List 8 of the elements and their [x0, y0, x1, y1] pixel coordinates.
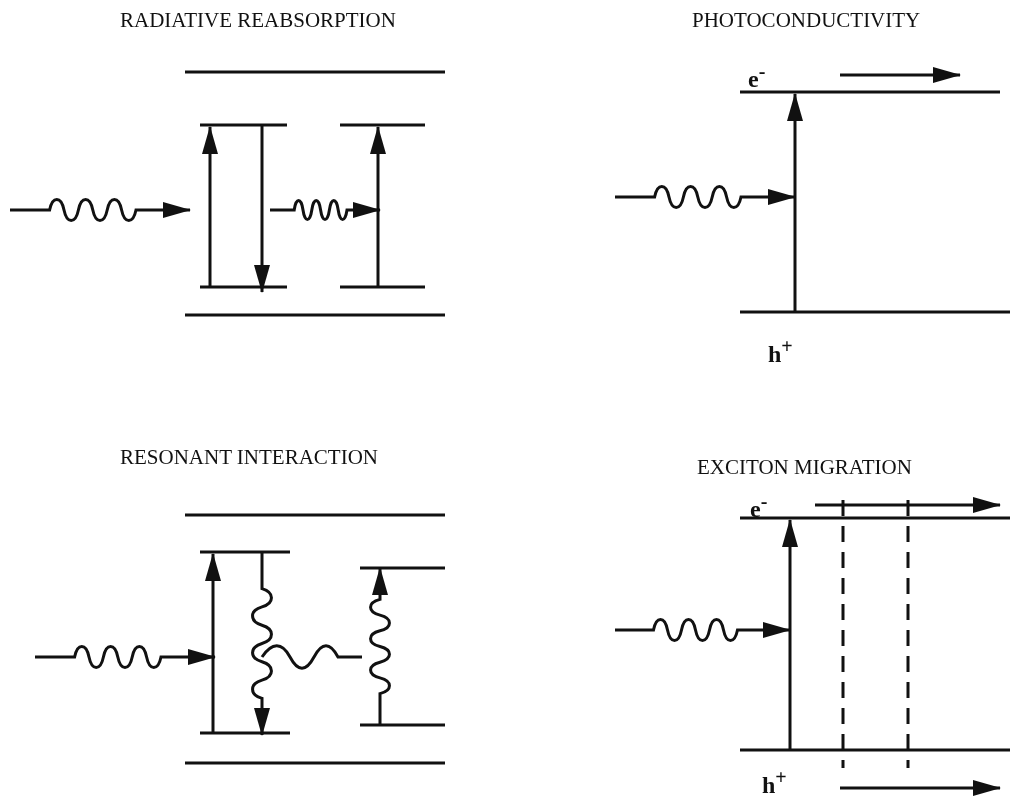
panel-title: RADIATIVE REABSORPTION: [120, 8, 396, 33]
panel-title: EXCITON MIGRATION: [697, 455, 912, 480]
hole-label: h$^{+}$: [762, 766, 787, 799]
hole-label: h$^{+}$: [768, 335, 793, 368]
electron-label: e$^{-}$: [748, 60, 766, 93]
electron-label: e$^{-}$: [750, 490, 768, 523]
panel-title: RESONANT INTERACTION: [120, 445, 379, 470]
panel-title: PHOTOCONDUCTIVITY: [692, 8, 921, 33]
